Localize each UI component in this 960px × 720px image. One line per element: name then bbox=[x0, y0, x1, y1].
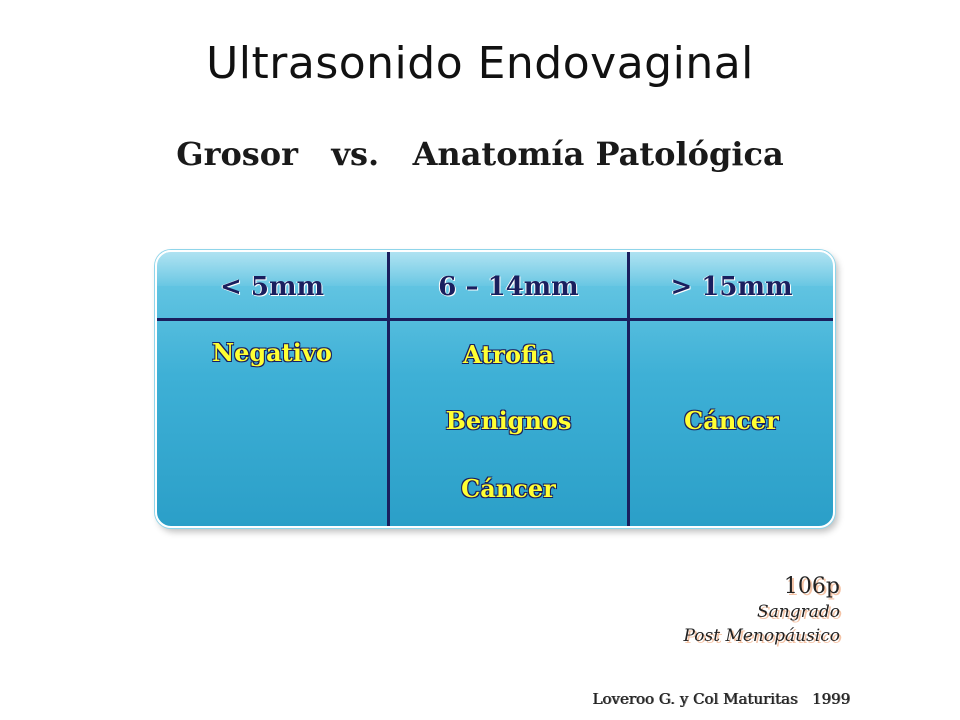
table-gloss bbox=[157, 252, 833, 286]
column-divider-1 bbox=[387, 252, 390, 526]
cell-atrofia: Atrofia bbox=[463, 340, 554, 369]
note-post-menopausico: Post Menopáusico bbox=[683, 626, 840, 646]
comparison-table: < 5mm 6 – 14mm > 15mm Negativo Atrofia B… bbox=[155, 250, 835, 528]
slide-title: Ultrasonido Endovaginal bbox=[206, 38, 754, 89]
cell-negativo: Negativo bbox=[212, 338, 332, 367]
reference-citation: Loveroo G. y Col Maturitas 1999 bbox=[592, 690, 850, 708]
header-6-14mm: 6 – 14mm bbox=[438, 272, 579, 302]
header-divider bbox=[157, 318, 833, 321]
slide-subtitle: Grosor vs. Anatomía Patológica bbox=[176, 135, 784, 173]
patient-count: 106p bbox=[783, 574, 840, 599]
note-sangrado: Sangrado bbox=[757, 602, 840, 622]
header-less-5mm: < 5mm bbox=[220, 272, 324, 302]
cell-cancer-mid: Cáncer bbox=[461, 474, 556, 503]
cell-cancer-right: Cáncer bbox=[684, 406, 779, 435]
column-divider-2 bbox=[627, 252, 630, 526]
cell-benignos: Benignos bbox=[445, 406, 572, 435]
header-more-15mm: > 15mm bbox=[670, 272, 793, 302]
